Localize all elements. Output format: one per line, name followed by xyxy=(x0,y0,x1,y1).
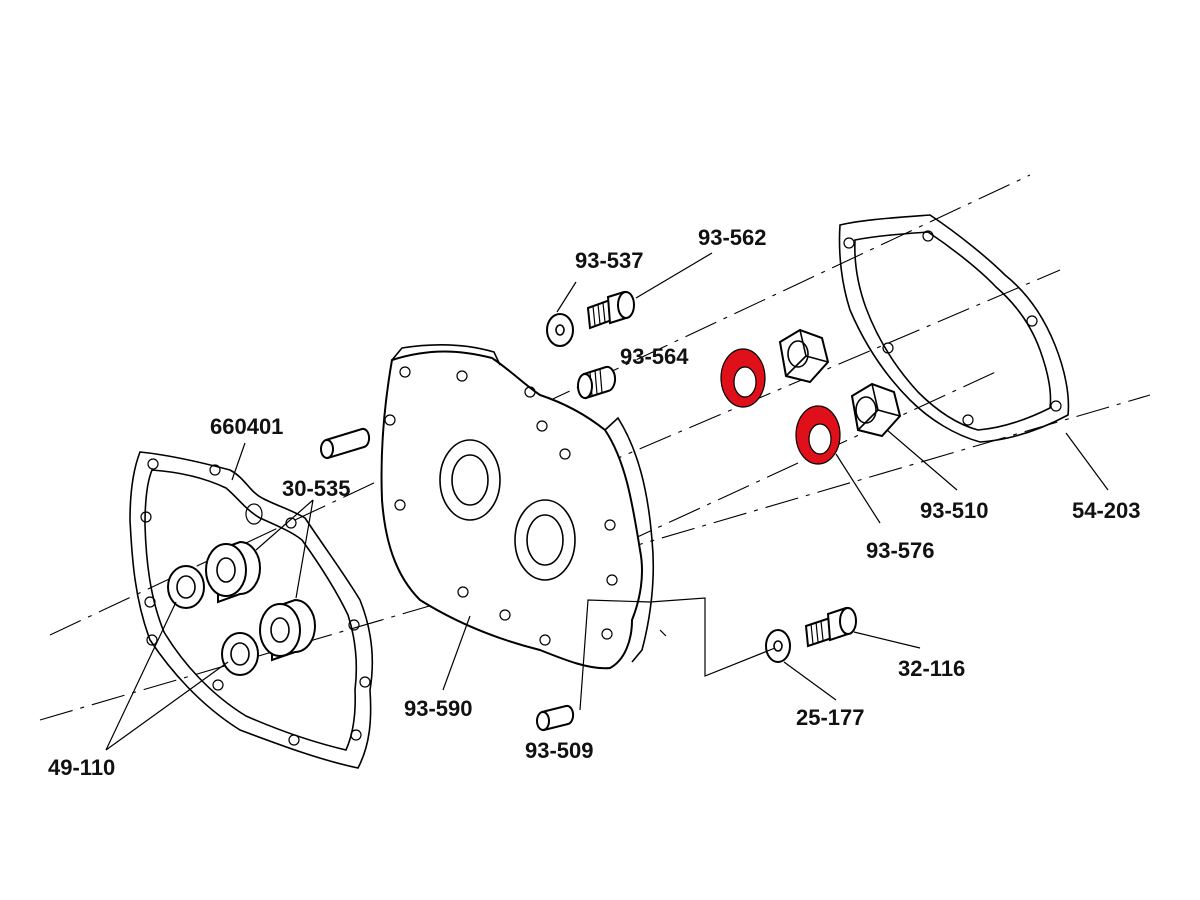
label-25-177: 25-177 xyxy=(796,705,865,730)
snap-ring-upper xyxy=(167,565,205,609)
guide-lines xyxy=(579,597,776,711)
bolt-93-562 xyxy=(586,290,635,330)
label-93-537: 93-537 xyxy=(575,248,644,273)
nut-upper xyxy=(778,328,830,384)
dowel-pin-upper xyxy=(320,427,371,460)
main-plate-93-590 xyxy=(380,344,655,670)
label-54-203: 54-203 xyxy=(1072,498,1141,523)
label-30-535: 30-535 xyxy=(282,476,351,501)
nut-lower xyxy=(850,382,902,438)
snap-ring-lower xyxy=(221,632,259,676)
dowel-pin-93-509 xyxy=(536,704,575,732)
bearing-lower xyxy=(259,598,316,662)
washer-93-537 xyxy=(546,313,574,347)
bearing-upper xyxy=(205,540,261,604)
label-93-510: 93-510 xyxy=(920,498,989,523)
label-93-562: 93-562 xyxy=(698,225,767,250)
seal-washer-lower xyxy=(795,405,841,465)
label-49-110: 49-110 xyxy=(48,755,115,780)
stud-93-564 xyxy=(577,365,617,400)
label-93-564: 93-564 xyxy=(620,344,689,369)
label-32-116: 32-116 xyxy=(898,656,965,681)
gasket-54-203 xyxy=(838,214,1070,443)
gasket-660401 xyxy=(129,451,374,769)
label-660401: 660401 xyxy=(210,414,283,439)
label-93-576: 93-576 xyxy=(866,538,935,563)
leader-lines xyxy=(105,252,1109,751)
washer-25-177 xyxy=(765,629,791,663)
seal-washer-upper xyxy=(720,348,766,408)
label-93-509: 93-509 xyxy=(525,738,594,763)
bolt-32-116 xyxy=(804,606,857,648)
label-93-590: 93-590 xyxy=(404,696,473,721)
